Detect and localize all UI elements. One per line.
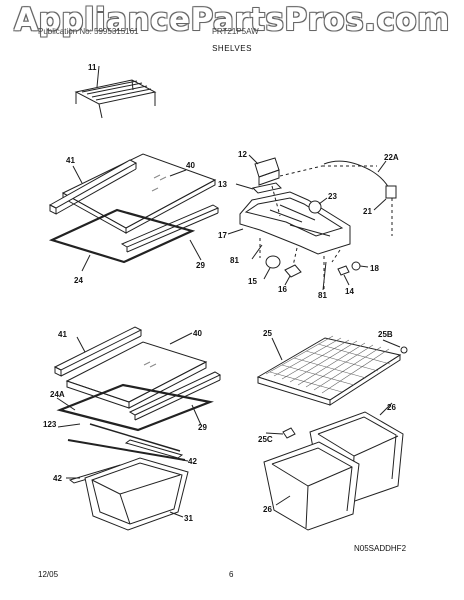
callout-16: 16 [278, 285, 287, 294]
callout-18: 18 [370, 264, 379, 273]
section-title: SHELVES [212, 44, 252, 53]
wire-rack-part [74, 65, 157, 119]
callout-31: 31 [184, 514, 193, 523]
callout-26-bottom: 26 [263, 505, 272, 514]
callout-29-top: 29 [196, 261, 205, 270]
callout-41: 41 [66, 156, 75, 165]
callout-labels: 11 41 40 12 22A 13 23 21 17 81 15 16 81 … [43, 63, 399, 523]
callout-24: 24 [74, 276, 83, 285]
callout-17: 17 [218, 231, 227, 240]
callout-13: 13 [218, 180, 227, 189]
footer-page-number: 6 [229, 570, 234, 579]
callout-21: 21 [363, 207, 372, 216]
callout-29-lower: 29 [198, 423, 207, 432]
callout-22a: 22A [384, 153, 399, 162]
footer-date: 12/05 [38, 570, 59, 579]
callout-23: 23 [328, 192, 337, 201]
model-number: FRT21P5AW [212, 27, 259, 36]
glass-shelf-top [48, 153, 220, 272]
callout-11: 11 [88, 63, 97, 72]
callout-42-left: 42 [53, 474, 62, 483]
callout-41-lower: 41 [58, 330, 67, 339]
callout-40-lower: 40 [193, 329, 202, 338]
callout-14: 14 [345, 287, 354, 296]
publication-number: Publication No: 5995315161 [38, 27, 139, 36]
callout-25c: 25C [258, 435, 273, 444]
watermark-logo: AppliancePartsPros.com [14, 2, 450, 38]
callout-123: 123 [43, 420, 57, 429]
glass-shelf-crisper [53, 326, 222, 531]
callout-40: 40 [186, 161, 195, 170]
shelf-frame-assembly [227, 154, 397, 292]
callout-42-right: 42 [188, 457, 197, 466]
callout-15: 15 [248, 277, 257, 286]
slide-shelf-drawers [256, 335, 408, 531]
callout-81-left: 81 [230, 256, 239, 265]
callout-81-right: 81 [318, 291, 327, 300]
callout-24a: 24A [50, 390, 65, 399]
callout-25b: 25B [378, 330, 393, 339]
diagram-code: N05SADDHF2 [354, 544, 407, 553]
callout-25: 25 [263, 329, 272, 338]
callout-26-top: 26 [387, 403, 396, 412]
callout-12: 12 [238, 150, 247, 159]
